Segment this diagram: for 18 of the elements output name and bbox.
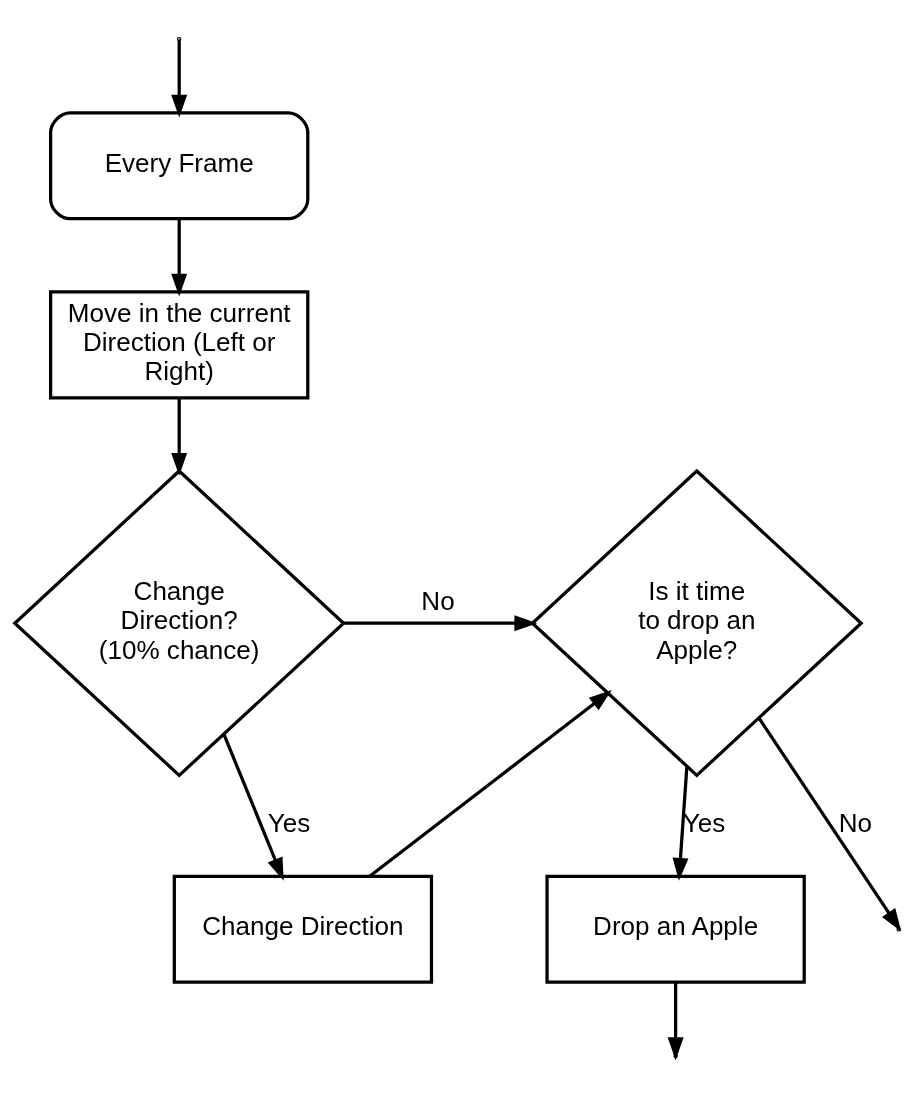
node-box: Every Frame — [49, 110, 310, 220]
arrow — [171, 218, 188, 296]
node-box: Drop an Apple — [545, 874, 806, 984]
arrow — [171, 39, 188, 118]
arrow — [222, 733, 284, 881]
node-diamond: Change Direction? (10% chance) — [12, 468, 346, 778]
node-box: Move in the current Direction (Left or Right) — [49, 289, 310, 399]
node-box: Change Direction — [172, 874, 434, 984]
arrow — [343, 614, 538, 631]
arrow — [369, 689, 612, 877]
node-diamond: Is it time to drop an Apple? — [530, 468, 864, 778]
edge-label: Yes — [267, 807, 311, 838]
arrow — [171, 397, 188, 476]
arrow — [757, 716, 902, 932]
arrow — [672, 765, 689, 881]
edge-label: No — [421, 585, 455, 616]
edge-label: Yes — [682, 807, 726, 838]
edge-label: No — [838, 807, 873, 838]
